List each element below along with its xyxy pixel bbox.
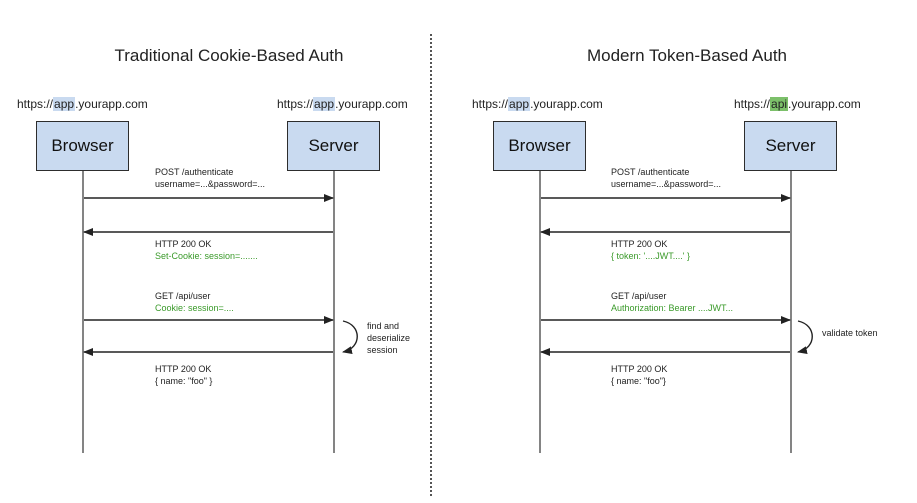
token-auth-diagram: Modern Token-Based Auth https://app.your… (458, 0, 916, 503)
server-box: Server (744, 121, 837, 171)
browser-box: Browser (36, 121, 129, 171)
client-url-highlight: app (508, 97, 531, 111)
message-user-response: HTTP 200 OK{ name: "foo"} (611, 364, 668, 386)
client-url: https://app.yourapp.com (17, 97, 148, 111)
server-url-highlight: app (313, 97, 336, 111)
server-url-highlight: api (770, 97, 789, 111)
server-note: find and deserialize session (367, 321, 411, 355)
server-process-curve (342, 320, 358, 355)
server-process-curve (797, 320, 813, 355)
diagram-title: Modern Token-Based Auth (586, 46, 788, 65)
message-authenticate-response: HTTP 200 OK{ token: '....JWT....' } (611, 239, 690, 261)
message-user-response: HTTP 200 OK{ name: "foo" } (155, 364, 213, 386)
client-url-highlight: app (53, 97, 76, 111)
panel-divider (430, 34, 432, 496)
server-url: https://api.yourapp.com (734, 97, 861, 111)
server-url: https://app.yourapp.com (277, 97, 408, 111)
sequence-lines (82, 171, 358, 453)
browser-box: Browser (493, 121, 586, 171)
server-note: validate token (822, 328, 878, 338)
diagram-title: Traditional Cookie-Based Auth (114, 46, 344, 65)
server-box: Server (287, 121, 380, 171)
cookie-auth-diagram: Traditional Cookie-Based Auth https://ap… (0, 0, 458, 503)
sequence-lines (539, 171, 813, 453)
client-url: https://app.yourapp.com (472, 97, 603, 111)
